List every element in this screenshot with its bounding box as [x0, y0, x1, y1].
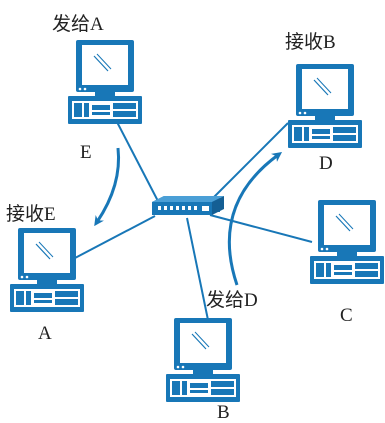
annotation-send-to-D: 发给D: [206, 289, 258, 311]
computer-B: [165, 317, 241, 403]
annotation-receive-E: 接收E: [6, 203, 56, 225]
label-D: D: [319, 153, 333, 174]
connection-lines: [74, 121, 313, 321]
label-E: E: [80, 142, 92, 163]
computer-icon: [9, 227, 85, 313]
arrow-B-to-D: [227, 152, 283, 286]
computer-icon: [287, 63, 363, 149]
computer-C: [309, 199, 385, 285]
link-hub-C: [209, 214, 313, 243]
computer-A: [9, 227, 85, 313]
label-B: B: [217, 402, 230, 423]
label-C: C: [340, 305, 353, 326]
computer-icon: [309, 199, 385, 285]
computer-D: [287, 63, 363, 149]
link-hub-B: [186, 217, 209, 321]
computer-icon: [165, 317, 241, 403]
annotation-send-to-A: 发给A: [52, 13, 104, 35]
link-hub-A: [74, 215, 156, 259]
computer-E: [67, 39, 143, 125]
network-switch-icon: [152, 196, 224, 215]
annotation-receive-B: 接收B: [285, 31, 336, 53]
link-hub-E: [116, 121, 161, 206]
label-A: A: [38, 323, 52, 344]
computer-icon: [67, 39, 143, 125]
link-hub-D: [204, 122, 289, 207]
arrow-E-to-A: [94, 147, 121, 227]
